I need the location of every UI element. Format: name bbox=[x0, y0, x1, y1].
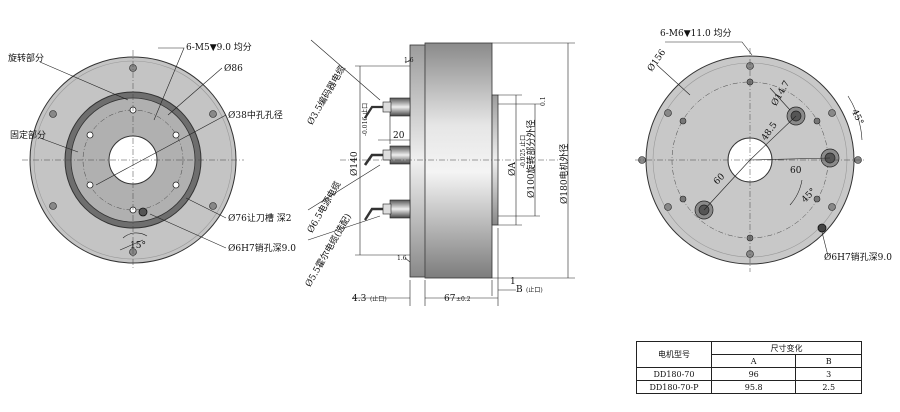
table-header-row: 电机型号 尺寸变化 bbox=[636, 341, 862, 368]
dim-a-tol: -0.025 止口 bbox=[520, 134, 527, 168]
relief-groove-label: Ø76让刀槽 深2 bbox=[228, 214, 292, 224]
right-pin-hole-label: Ø6H7销孔深9.0 bbox=[824, 253, 892, 263]
middle-side-view bbox=[307, 39, 575, 306]
table-row: DD180-70 96 3 bbox=[636, 367, 862, 381]
a-cell: 95.8 bbox=[710, 380, 797, 394]
dim-4-3-note: (止口) bbox=[370, 296, 387, 303]
dim-1-6-top: 1.6 bbox=[404, 57, 414, 64]
dim-20: 20 bbox=[393, 131, 405, 141]
motor-flange bbox=[409, 44, 426, 278]
dim-b: B bbox=[516, 285, 523, 295]
dim-180: Ø180电机外径 bbox=[560, 143, 570, 204]
col-b-header: B bbox=[795, 354, 862, 368]
left-front-view bbox=[22, 47, 244, 270]
b-cell: 3 bbox=[795, 367, 862, 381]
col-a-header: A bbox=[710, 354, 797, 368]
m5-holes-note: 6-M5▼9.0 均分 bbox=[186, 43, 252, 53]
dim-140: Ø140 bbox=[350, 151, 360, 176]
outer-screws bbox=[49, 64, 217, 256]
model-cell: DD180-70 bbox=[636, 367, 712, 381]
dims-header: 尺寸变化 bbox=[711, 341, 862, 355]
right-back-view bbox=[635, 41, 866, 272]
dim-4-3: 4.3 bbox=[352, 294, 367, 304]
dim-67-tol: ±0.2 bbox=[456, 296, 471, 303]
cable-connectors bbox=[363, 97, 411, 221]
dim-140-tol: -0.016 止口 bbox=[362, 102, 369, 136]
outer-screws bbox=[638, 62, 862, 258]
dim-100: Ø100旋转部分外径 bbox=[527, 119, 537, 198]
dim-1: 1 bbox=[510, 277, 516, 287]
b-cell: 2.5 bbox=[795, 380, 862, 394]
dim-67: 67 bbox=[444, 294, 456, 304]
spec-table: 电机型号 尺寸变化 A B DD180-70 96 3 DD180-70-P 9… bbox=[636, 341, 862, 394]
a-cell: 96 bbox=[710, 367, 797, 381]
dia-86-label: Ø86 bbox=[224, 64, 243, 74]
m6-holes-note: 6-M6▼11.0 均分 bbox=[660, 29, 732, 39]
pin-hole bbox=[138, 207, 148, 217]
motor-body bbox=[424, 42, 493, 279]
dim-60-right: 60 bbox=[790, 166, 802, 176]
dim-1-6-bottom: 1.6 bbox=[397, 255, 407, 262]
table-row: DD180-70-P 95.8 2.5 bbox=[636, 380, 862, 394]
center-hole-label: Ø38中孔孔径 bbox=[228, 111, 283, 121]
model-cell: DD180-70-P bbox=[636, 380, 712, 394]
dim-b-note: (止口) bbox=[526, 287, 543, 294]
pin-hole bbox=[817, 223, 827, 233]
table-subheader-row: A B bbox=[637, 354, 862, 368]
dim-a-note: 0.1 bbox=[540, 96, 547, 106]
m6-holes bbox=[679, 78, 821, 242]
rotating-part-label: 旋转部分 bbox=[8, 54, 45, 64]
model-header: 电机型号 bbox=[636, 341, 712, 368]
dim-a: ØA bbox=[508, 162, 518, 176]
angle-15-label: 15° bbox=[130, 241, 146, 251]
left-pin-hole-label: Ø6H7销孔深9.0 bbox=[228, 244, 296, 254]
fixed-part-label: 固定部分 bbox=[10, 131, 47, 141]
